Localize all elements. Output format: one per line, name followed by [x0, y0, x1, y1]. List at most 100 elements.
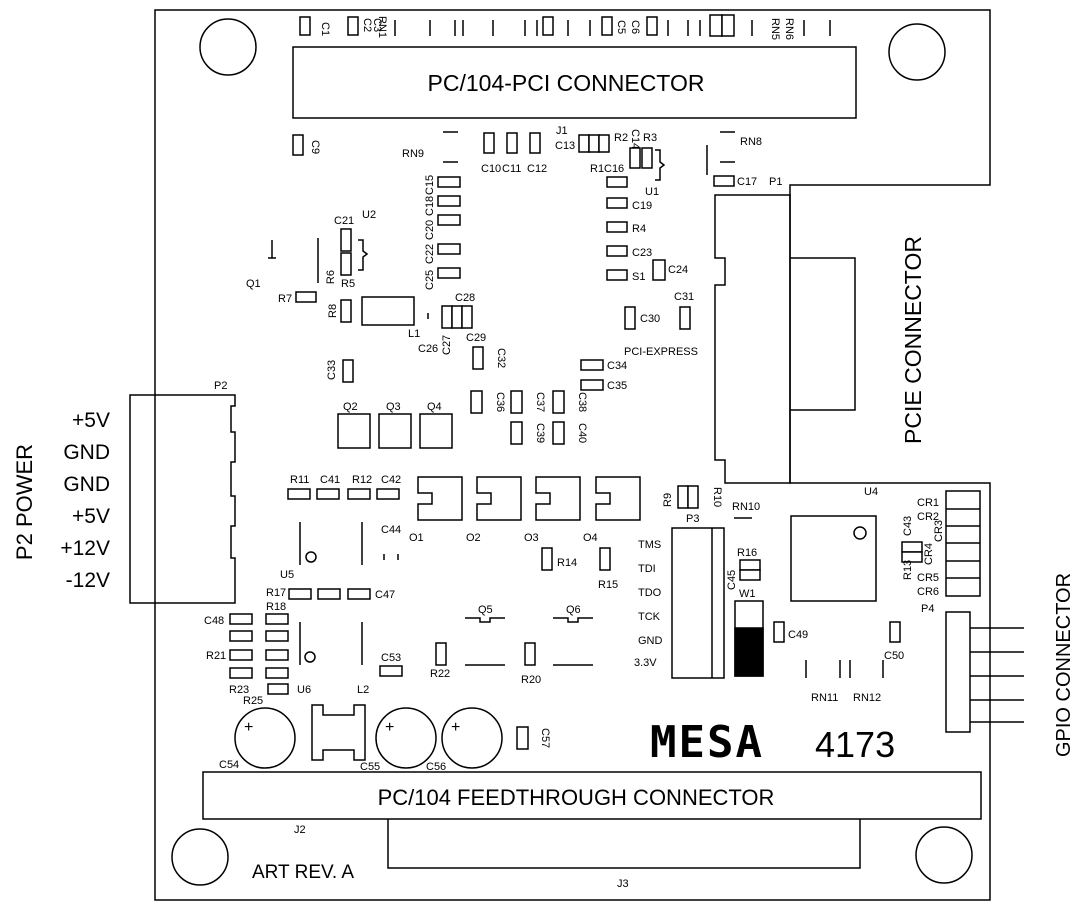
W1-jumper: [734, 627, 764, 677]
C5-part: [601, 16, 613, 36]
U2-bracket: [358, 239, 369, 271]
R15-label: R15: [598, 579, 618, 591]
C54-plus: +: [244, 719, 253, 736]
gpio-connector-label: GPIO CONNECTOR: [1053, 573, 1075, 757]
U6-label: U6: [297, 684, 311, 696]
u1-area: C9 RN9 C10 C11 C12 J1 C13 R2 C14 R3 R1 C…: [292, 125, 782, 198]
P4-label: P4: [921, 603, 934, 615]
C11-part: [506, 132, 518, 154]
R4-part: [606, 221, 628, 233]
C47-part: [347, 588, 371, 600]
C20-part: [437, 214, 461, 226]
C50-label: C50: [884, 650, 904, 662]
C14-label: C14: [629, 129, 641, 149]
C13-part: [578, 134, 590, 153]
R2-label: R2: [614, 132, 628, 144]
C45-part: [739, 569, 761, 581]
R16-label: R16: [737, 547, 757, 559]
C29-part: [461, 305, 473, 329]
L2-part: [311, 704, 366, 761]
C57-label: C57: [539, 728, 551, 748]
C33-label: C33: [326, 360, 338, 380]
L1-label: L1: [408, 328, 420, 340]
CR3-label: CR3: [933, 520, 945, 542]
RN9-part: [443, 131, 458, 163]
RN6-label: RN6: [783, 18, 795, 40]
C51-part: [265, 630, 289, 642]
O3-part: [535, 476, 581, 521]
J3-connector: [387, 819, 861, 869]
C56-part: [441, 707, 503, 769]
C24-label: C24: [668, 264, 688, 276]
U6-dot: [304, 651, 316, 663]
R10-part: [687, 485, 699, 509]
C12-part: [529, 132, 541, 154]
C44-part: [383, 554, 399, 560]
C14-part: [629, 147, 641, 169]
logo-model: 4173: [815, 724, 895, 765]
RN1-label: RN1: [376, 16, 388, 38]
pc104-pci-connector-label: PC/104-PCI CONNECTOR: [428, 70, 705, 96]
P2-label: P2: [214, 380, 227, 392]
C39-label: C39: [534, 423, 546, 443]
C26-label: C26: [418, 343, 438, 355]
RN5-label: RN5: [769, 18, 781, 40]
mounting-hole-tl: [199, 18, 257, 76]
C30-label: C30: [640, 313, 660, 325]
C57-part: [516, 726, 529, 750]
C31-label: C31: [674, 291, 694, 303]
pcie-connector-label: PCIE CONNECTOR: [900, 236, 926, 444]
C31-part: [679, 306, 691, 330]
R6-part: [340, 252, 352, 276]
O3-label: O3: [524, 532, 539, 544]
O1-part: [417, 476, 463, 521]
C16-label: C16: [604, 163, 624, 175]
R13-part: [901, 551, 923, 563]
feedthrough-connector: [202, 771, 982, 820]
C3-label: C3: [371, 18, 383, 32]
R19-part: [229, 630, 253, 642]
C35-part: [580, 379, 604, 391]
C18-part: [437, 195, 461, 207]
U4-part: [790, 515, 877, 602]
C27-label: C27: [441, 335, 453, 355]
C28-label: C28: [455, 292, 475, 304]
CR5-label: CR5: [917, 572, 939, 584]
p2-power-title: P2 POWER: [12, 444, 37, 560]
C44-label: C44: [381, 524, 401, 536]
R17-label: R17: [266, 587, 286, 599]
R16-part: [739, 559, 761, 571]
C17-label: C17: [737, 176, 757, 188]
C41-part: [316, 488, 340, 500]
u4-area: U4 CR1 CR2 CR3 CR4 CR5 CR6 C43 R13 P4: [790, 486, 981, 615]
C35-label: C35: [607, 380, 627, 392]
R21-label: R21: [206, 650, 226, 662]
art-revision: ART REV. A: [252, 862, 354, 883]
C6-label: C6: [629, 20, 641, 34]
Q4-part: [419, 413, 453, 449]
Q3-part: [378, 413, 412, 449]
R4-label: R4: [632, 223, 646, 235]
C39-part: [510, 421, 523, 445]
resistor-marks-top: [567, 20, 591, 36]
C30-part: [624, 306, 636, 330]
C55-plus: +: [385, 719, 394, 736]
pc104-pci-connector: [292, 46, 857, 119]
O1-label: O1: [409, 532, 424, 544]
C19b-part: [606, 197, 628, 209]
J1-part: [588, 134, 600, 153]
jtag-pin-3: TDO: [638, 587, 662, 599]
C11-label: C11: [502, 163, 521, 175]
R14-part: [541, 547, 553, 571]
C20-label: C20: [424, 220, 436, 240]
C25-part: [437, 267, 461, 279]
RN9-label: RN9: [402, 148, 424, 160]
C49-part: [773, 621, 785, 643]
R10-label: R10: [711, 487, 723, 507]
C15-part: [437, 176, 461, 188]
P3-part: [671, 527, 725, 679]
q5-q6-area: R14 R15 Q5 Q6 R22 R20: [430, 547, 618, 686]
C40-part: [552, 421, 565, 445]
C52-part: [265, 649, 289, 661]
